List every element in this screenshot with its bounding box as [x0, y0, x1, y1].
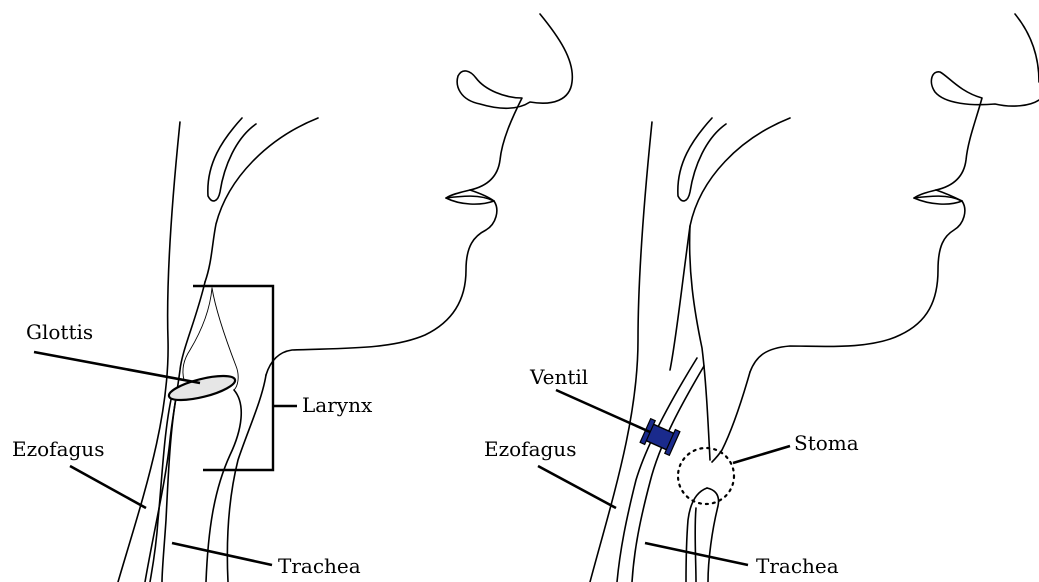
trachea-front: [227, 375, 266, 582]
ezofagus-leader-after: [538, 466, 616, 508]
neck-front-after: [712, 372, 750, 462]
esophagus-inner: [145, 282, 205, 582]
ezofagus-leader: [70, 466, 146, 508]
palate-curve-after: [678, 118, 726, 201]
esophagus-outer: [118, 122, 180, 582]
stoma-leader: [733, 446, 790, 463]
trachea-after-mid: [695, 508, 696, 582]
label-trachea-after: Trachea: [756, 554, 839, 578]
esophagus-inner-after: [670, 226, 690, 370]
trachea-left-2: [162, 398, 176, 582]
glottis-leader: [34, 352, 200, 383]
face-profile-after: [1015, 14, 1039, 82]
tongue-curve-after: [690, 118, 790, 460]
stoma-ring: [678, 448, 734, 504]
label-stoma: Stoma: [794, 431, 859, 455]
label-ezofagus-after: Ezofagus: [484, 437, 576, 461]
trachea-leader: [172, 543, 272, 565]
label-larynx: Larynx: [302, 393, 373, 417]
ventil-leader: [556, 390, 650, 432]
label-glottis: Glottis: [26, 320, 93, 344]
tube-line-1: [617, 358, 697, 582]
label-trachea: Trachea: [278, 554, 361, 578]
trachea-leader-after: [645, 543, 748, 565]
face-profile-after-main: [750, 72, 1039, 372]
label-ezofagus: Ezofagus: [12, 437, 104, 461]
face-profile: [266, 14, 572, 375]
epiglottis: [183, 288, 212, 380]
tube-line-2: [632, 366, 704, 582]
panel-before: Glottis Larynx Ezofagus Trachea: [12, 14, 572, 582]
panel-after: Ventil Ezofagus Stoma Trachea: [484, 14, 1039, 582]
aryepiglottic-fold: [212, 288, 238, 390]
glottis-opening: [167, 371, 237, 405]
label-ventil: Ventil: [529, 365, 588, 389]
